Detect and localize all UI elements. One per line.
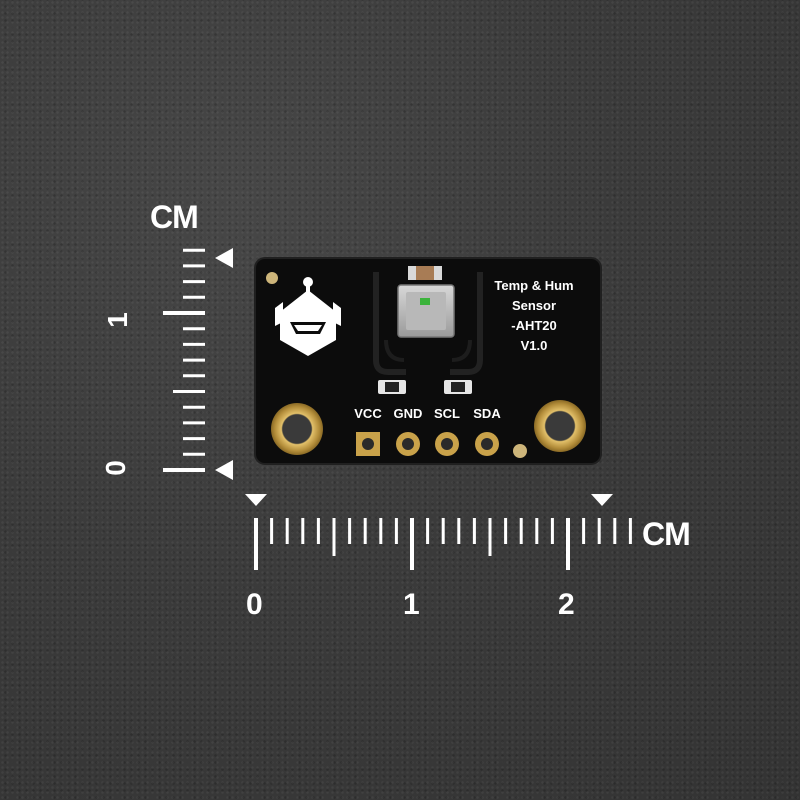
board-title-line-4: V1.0 (521, 338, 548, 353)
fiducial-bottom-right (513, 444, 527, 458)
aht20-sensor-chip (397, 284, 455, 338)
fiducial-top-left (266, 272, 278, 284)
ruler-top-arrow-icon (215, 248, 233, 268)
vertical-ruler-label-1: 1 (101, 312, 133, 328)
ruler-left-arrow-icon (245, 494, 267, 506)
resistor-left (378, 380, 406, 394)
resistor-right (444, 380, 472, 394)
board-title-line-3: -AHT20 (511, 318, 557, 333)
pin-label-sda: SDA (473, 406, 501, 421)
board-title-line-2: Sensor (512, 298, 556, 313)
ruler-right-arrow-icon (591, 494, 613, 506)
horizontal-ruler (254, 518, 632, 570)
pin-pad-sda (475, 432, 499, 456)
pin-label-gnd: GND (394, 406, 423, 421)
pin-label-vcc: VCC (354, 406, 382, 421)
pin-pad-scl (435, 432, 459, 456)
robot-head-logo-icon (275, 277, 341, 356)
vertical-ruler-unit: CM (150, 199, 199, 235)
top-capacitor (408, 266, 442, 280)
ruler-bottom-arrow-icon (215, 460, 233, 480)
horizontal-ruler-label-2: 2 (558, 588, 575, 621)
board-title-line-1: Temp & Hum (494, 278, 573, 293)
pin-pad-gnd (396, 432, 420, 456)
horizontal-ruler-label-1: 1 (403, 588, 420, 621)
vertical-ruler (163, 248, 205, 472)
horizontal-ruler-unit: CM (642, 516, 691, 552)
pin-label-scl: SCL (434, 406, 460, 421)
horizontal-ruler-label-0: 0 (246, 588, 263, 621)
sensor-board: Temp & Hum Sensor -AHT20 V1.0 VCC GND SC… (254, 257, 602, 465)
pin-pad-vcc (356, 432, 380, 456)
vertical-ruler-label-0: 0 (99, 460, 131, 476)
